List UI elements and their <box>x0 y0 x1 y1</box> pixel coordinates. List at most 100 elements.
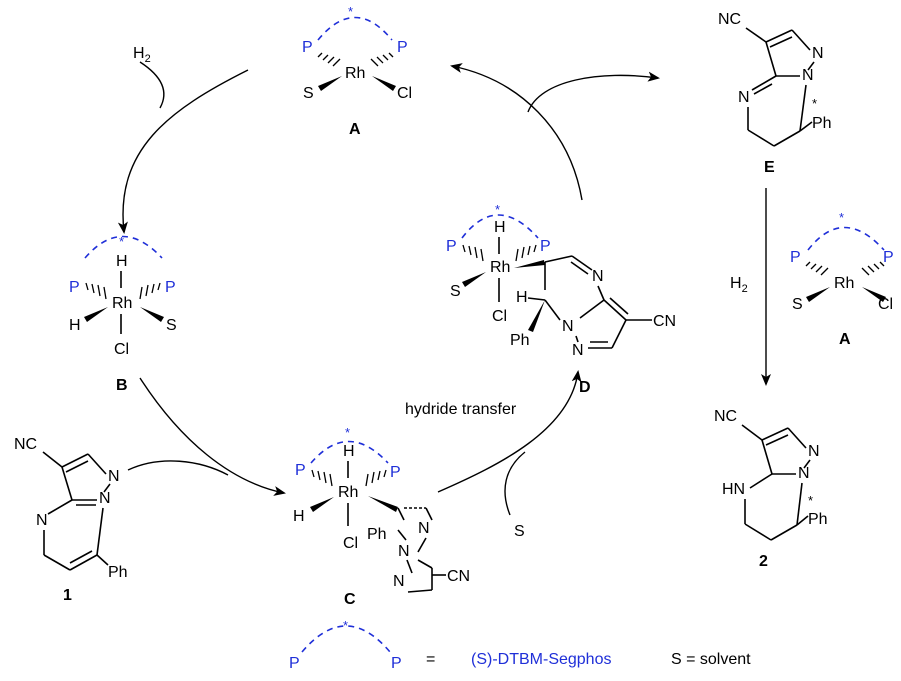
compound-label: 2 <box>759 553 768 570</box>
h2-entry-curve <box>139 61 165 109</box>
product-2: NC N N HN * Ph 2 <box>714 408 828 570</box>
hash-bond-right <box>365 469 387 487</box>
compound-label: A <box>349 121 361 138</box>
bond <box>796 515 809 526</box>
wedge-left <box>310 497 334 512</box>
hash-bond-left <box>805 261 829 276</box>
nitrogen: N <box>812 45 824 62</box>
bond <box>96 554 109 566</box>
bond <box>799 84 807 132</box>
chiral-star: * <box>343 618 348 633</box>
wedge-right <box>140 307 164 322</box>
bond <box>741 424 763 441</box>
equals-sign: = <box>426 651 435 668</box>
phenyl-group: Ph <box>812 115 832 132</box>
bond <box>603 299 627 321</box>
compound-label: E <box>764 159 775 176</box>
ligand-arc <box>301 625 391 653</box>
wedge-left <box>84 307 108 322</box>
complex-d: * H P P Rh S Cl N H Ph N N <box>446 202 676 396</box>
solvent-entry-curve <box>504 451 526 516</box>
ligand-arc <box>317 16 393 41</box>
nitrogen: N <box>398 543 410 560</box>
bond <box>65 460 89 473</box>
ligand-name: (S)-DTBM-Segphos <box>471 651 611 668</box>
hash-bond-right <box>861 261 885 276</box>
solvent-ligand: S <box>303 85 314 102</box>
rhodium: Rh <box>834 275 854 292</box>
phosphorus-right: P <box>540 238 551 255</box>
bond <box>749 473 773 489</box>
nitrogen: N <box>562 318 574 335</box>
compound-label: 1 <box>63 587 72 604</box>
bond <box>747 129 775 147</box>
bond <box>579 299 605 319</box>
bond <box>770 524 798 541</box>
chiral-star: * <box>839 210 844 225</box>
nitrogen: N <box>418 520 430 537</box>
bond <box>406 559 413 574</box>
chloride-ligand: Cl <box>492 308 507 325</box>
chloride-ligand: Cl <box>397 85 412 102</box>
nitrile-group: CN <box>447 568 470 585</box>
bond <box>417 559 433 569</box>
nitrogen: N <box>592 268 604 285</box>
hydride-top: H <box>343 443 355 460</box>
bond <box>42 451 63 468</box>
bond <box>787 427 807 449</box>
substrate-entry-curve <box>127 460 229 476</box>
bond <box>397 507 405 521</box>
nitrile-group: NC <box>714 408 737 425</box>
phosphorus-right: P <box>391 655 402 672</box>
bond <box>597 285 605 301</box>
rhodium: Rh <box>490 259 510 276</box>
chloride-ligand: Cl <box>343 535 358 552</box>
nitrogen: N <box>808 443 820 460</box>
bond <box>43 554 71 571</box>
wedge-left <box>462 272 486 287</box>
ligand-arc <box>461 214 539 239</box>
chloride-ligand: Cl <box>878 296 893 313</box>
phenyl-group: Ph <box>510 332 530 349</box>
chiral-star: * <box>345 425 350 440</box>
bond <box>807 61 815 71</box>
hash-bond-left <box>462 244 484 262</box>
bond <box>769 36 793 48</box>
chiral-star: * <box>119 234 124 249</box>
nitrogen: N <box>393 573 405 590</box>
bond <box>69 554 98 571</box>
h2-label-right: H2 <box>730 275 748 295</box>
wedge-bond <box>368 496 398 512</box>
rhodium: Rh <box>345 65 365 82</box>
bond <box>47 499 73 515</box>
arrow-d-to-a <box>450 63 583 201</box>
solvent-label: S <box>514 523 525 540</box>
hash-bond-right <box>370 52 394 67</box>
right-catalyst-a: * P P Rh S Cl A <box>790 210 894 348</box>
bond <box>803 459 811 469</box>
hydride-left: H <box>69 317 81 334</box>
arrow-b-to-c <box>139 377 286 496</box>
catalyst-a: * P P Rh S Cl A <box>302 4 412 138</box>
bond <box>544 255 573 263</box>
bond <box>765 41 777 77</box>
nitrile-group: NC <box>14 436 37 453</box>
hydride-top: H <box>116 253 128 270</box>
hydride-top: H <box>494 219 506 236</box>
phosphorus-left: P <box>446 238 457 255</box>
bond <box>799 121 813 132</box>
wedge-bond <box>528 300 545 332</box>
bond <box>61 453 89 468</box>
bond <box>527 297 546 301</box>
bond <box>570 261 589 275</box>
bond <box>61 466 73 501</box>
bond <box>69 550 93 564</box>
bond <box>397 529 407 541</box>
nitrogen: N <box>99 490 111 507</box>
bond <box>575 335 579 343</box>
solvent-ligand: S <box>166 317 177 334</box>
compound-label: A <box>839 331 851 348</box>
bond <box>103 483 111 493</box>
bond <box>791 29 811 51</box>
wedge-left <box>806 287 830 302</box>
